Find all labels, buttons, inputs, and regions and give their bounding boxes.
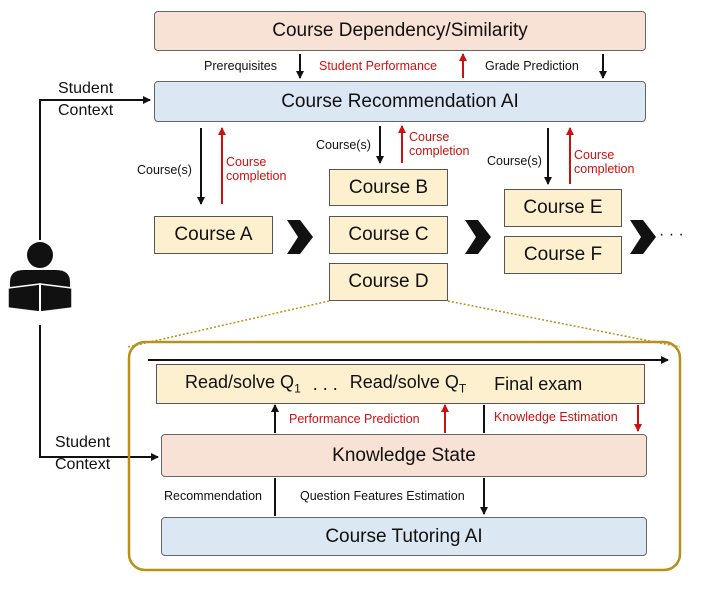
- timeline-box: Read/solve Q1 . . . Read/solve QT Final …: [156, 364, 645, 404]
- courses-label-b: Course(s): [316, 138, 371, 152]
- chevron-arrow-2: [465, 220, 491, 254]
- course-d-box: Course D: [329, 263, 448, 301]
- course-f-box: Course F: [504, 236, 622, 274]
- zoom-line-right: [447, 300, 681, 348]
- course-a-box: Course A: [154, 216, 273, 254]
- chevron-arrow-3: [630, 220, 656, 254]
- course-recommendation-ai-box: Course Recommendation AI: [154, 81, 646, 122]
- performance-prediction-label: Performance Prediction: [289, 412, 420, 426]
- recommendation-label: Recommendation: [164, 489, 262, 503]
- course-dependency-box: Course Dependency/Similarity: [154, 11, 646, 51]
- student-context-line-top: [39, 96, 151, 240]
- course-tutoring-ai-box: Course Tutoring AI: [161, 517, 647, 556]
- final-exam: Final exam: [494, 373, 583, 394]
- courses-label-e: Course(s): [487, 154, 542, 168]
- question-features-label: Question Features Estimation: [300, 489, 465, 503]
- courses-label-a: Course(s): [137, 163, 192, 177]
- knowledge-state-box: Knowledge State: [161, 434, 647, 477]
- course-c-box: Course C: [329, 216, 448, 254]
- more-courses-ellipsis: · · ·: [659, 226, 684, 243]
- course-e-box: Course E: [504, 189, 622, 227]
- prerequisites-label: Prerequisites: [204, 59, 277, 73]
- chevron-arrow-1: [287, 220, 313, 254]
- course-detail-container: [127, 340, 682, 572]
- student-performance-label: Student Performance: [319, 59, 438, 73]
- course-b-box: Course B: [329, 169, 448, 206]
- student-reading-icon: [7, 242, 73, 313]
- student-context-line-bottom: [39, 325, 159, 461]
- grade-prediction-label: Grade Prediction: [485, 59, 579, 73]
- zoom-line-left: [127, 300, 330, 348]
- timeline-dots: . . .: [312, 373, 338, 394]
- read-solve-q1: Read/solve Q1: [185, 372, 301, 396]
- knowledge-estimation-label: Knowledge Estimation: [494, 410, 618, 424]
- read-solve-qt: Read/solve QT: [349, 372, 467, 396]
